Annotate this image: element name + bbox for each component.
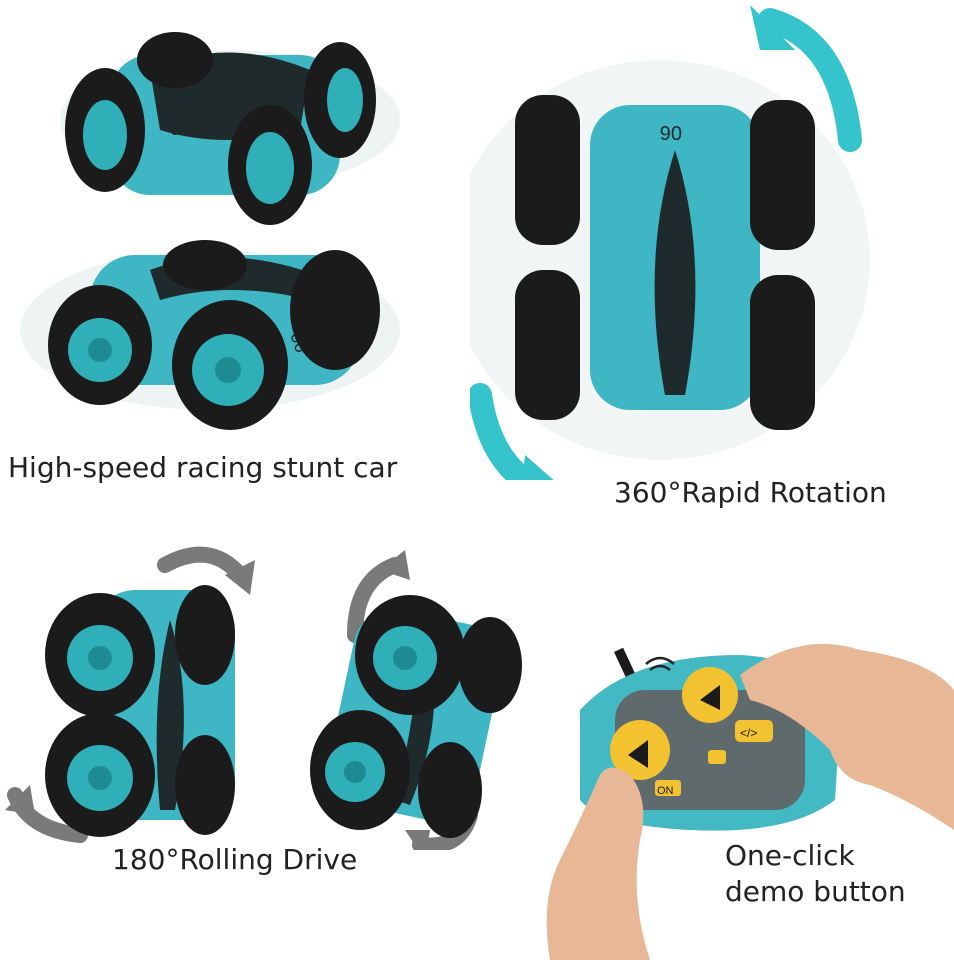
rolling-car-right bbox=[310, 595, 522, 838]
stunt-car-panel: 06 06 High-speed racing stunt car bbox=[0, 0, 470, 520]
signal-icon bbox=[645, 656, 675, 672]
rotation-arrow-icon bbox=[758, 8, 862, 152]
power-switch[interactable] bbox=[655, 780, 681, 796]
tire-icon bbox=[290, 250, 380, 370]
rotation-panel: 06 360°Rapid Rotation bbox=[470, 0, 954, 530]
direction-button[interactable] bbox=[610, 720, 670, 780]
tire-icon bbox=[515, 270, 580, 420]
car-number-text: 06 bbox=[170, 119, 190, 139]
rolling-panel: 180°Rolling Drive bbox=[0, 530, 540, 960]
car-top-number-text: 06 bbox=[660, 121, 682, 143]
arrow-head-icon bbox=[5, 785, 35, 815]
tire-icon bbox=[228, 105, 312, 225]
remote-illustration: </> ON bbox=[546, 643, 954, 960]
arrow-head-icon bbox=[750, 5, 795, 50]
tire-icon bbox=[458, 617, 522, 713]
rolling-car-left bbox=[45, 585, 235, 837]
arrow-head-icon bbox=[225, 560, 255, 595]
rolling-illustration bbox=[5, 546, 522, 850]
tire-icon bbox=[163, 240, 247, 290]
rolling-arrow-icon bbox=[157, 546, 248, 583]
tire-icon bbox=[175, 735, 235, 835]
left-hand bbox=[546, 767, 650, 960]
tire-icon bbox=[304, 42, 376, 158]
rolling-caption: 180°Rolling Drive bbox=[112, 843, 358, 876]
arrow-head-icon bbox=[380, 550, 410, 580]
arrow-head-icon bbox=[405, 830, 430, 850]
tire-icon bbox=[137, 32, 213, 88]
tire-icon bbox=[175, 585, 235, 685]
tire-icon bbox=[355, 595, 465, 715]
car-top-view-front: 06 bbox=[60, 32, 400, 225]
rotation-illustration: 06 bbox=[470, 5, 870, 480]
demo-mode-label: </> bbox=[740, 726, 757, 740]
reverse-button[interactable]: </> bbox=[735, 720, 773, 742]
stunt-car-caption: High-speed racing stunt car bbox=[8, 451, 398, 484]
car-side-view: 06 bbox=[20, 240, 400, 430]
remote-panel: </> ON One-click demo button bbox=[540, 600, 954, 960]
right-hand bbox=[740, 643, 954, 830]
tire-icon bbox=[750, 100, 815, 250]
demo-caption-line1: One-click bbox=[725, 839, 855, 872]
car-top-view: 06 bbox=[515, 95, 815, 430]
tire-icon bbox=[515, 95, 580, 245]
power-switch-label: ON bbox=[657, 785, 674, 797]
small-button[interactable] bbox=[708, 750, 726, 764]
tire-icon bbox=[45, 713, 155, 837]
rotation-caption: 360°Rapid Rotation bbox=[614, 476, 887, 509]
tire-icon bbox=[65, 68, 145, 192]
rotation-arrow-icon bbox=[470, 383, 547, 480]
demo-button[interactable] bbox=[682, 667, 738, 723]
stunt-car-illustration: 06 06 bbox=[20, 32, 400, 430]
tire-icon bbox=[172, 300, 288, 430]
tire-icon bbox=[750, 275, 815, 430]
tire-icon bbox=[48, 285, 152, 405]
demo-caption-line2: demo button bbox=[725, 875, 906, 908]
tire-icon bbox=[45, 593, 155, 717]
tire-icon bbox=[310, 710, 410, 830]
arrow-head-icon bbox=[522, 455, 554, 480]
tire-icon bbox=[418, 742, 482, 838]
